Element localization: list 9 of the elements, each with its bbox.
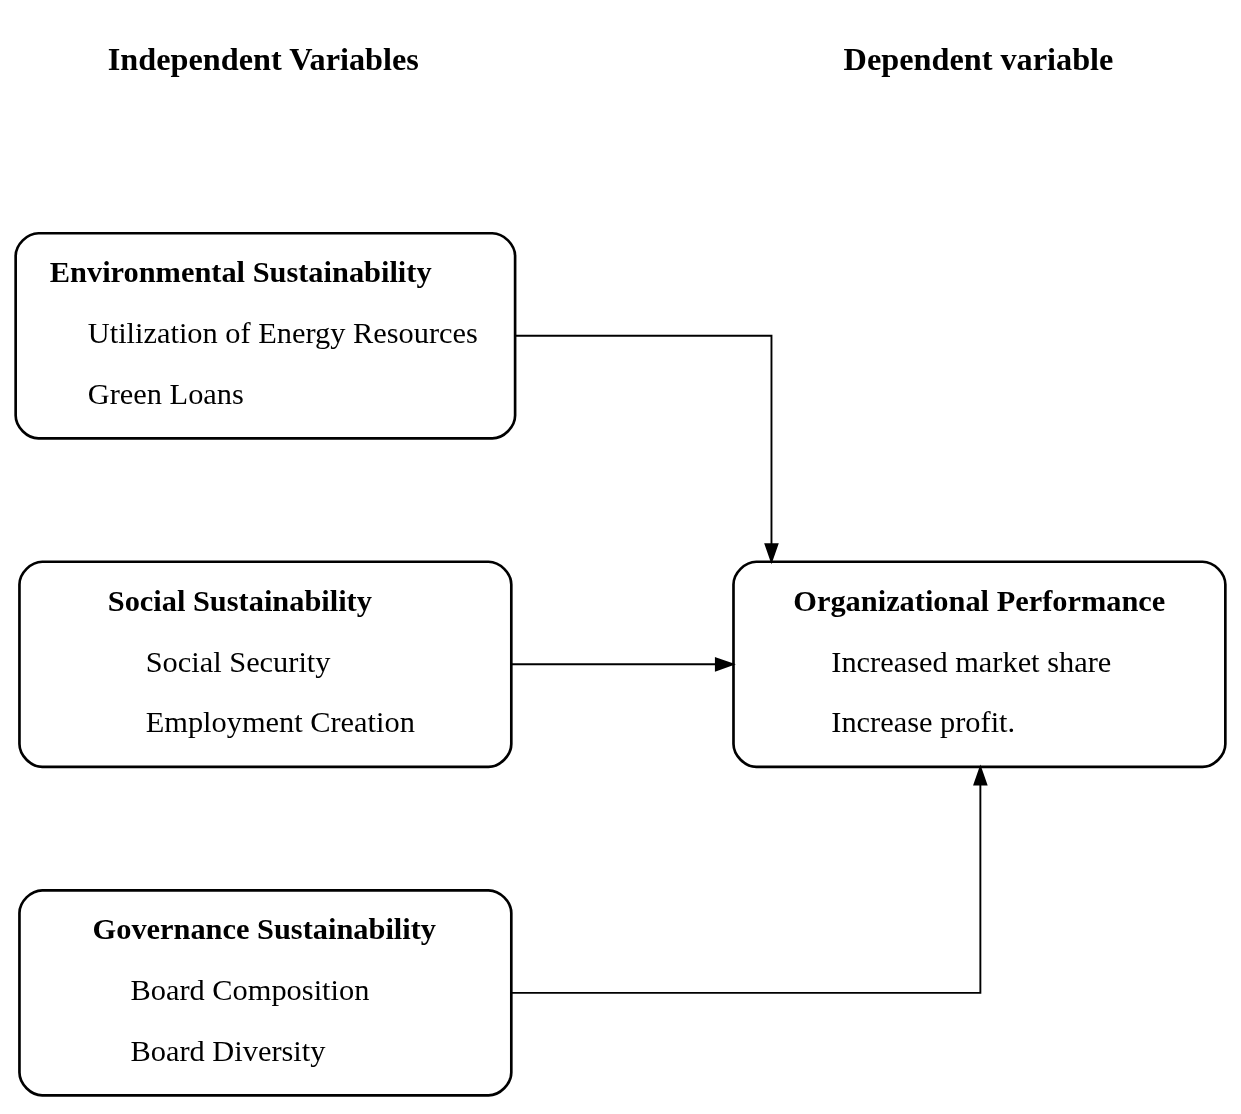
label: Independent Variables: [107, 40, 419, 77]
node-box: Social Sustainability Social Security Employment Creation: [18, 559, 513, 768]
node-box: Environmental Sustainability Utilization of Energy Resources Green Loans: [14, 231, 517, 440]
arrow: [514, 334, 779, 564]
node-box: Organizational Performance Increased market share Increase profit.: [732, 559, 1227, 768]
arrow: [510, 656, 736, 672]
arrow: [510, 764, 988, 994]
label: Dependent variable: [843, 40, 1114, 77]
node-box: Governance Sustainability Board Composition Board Diversity: [18, 888, 513, 1097]
